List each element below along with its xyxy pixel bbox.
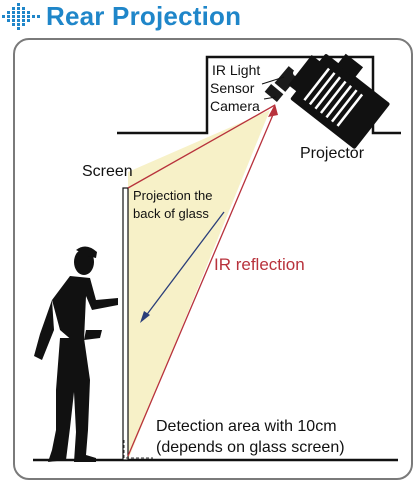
projection-label-line2: back of glass — [133, 206, 209, 221]
ir-line-outgoing — [127, 104, 276, 189]
ir-reflection-label: IR reflection — [214, 255, 305, 274]
projector-icon — [288, 53, 390, 149]
projection-arrowhead — [140, 311, 150, 323]
detection-label-line2: (depends on glass screen) — [156, 439, 345, 456]
ir-light-label: IR Light — [212, 62, 260, 78]
projection-arrow — [144, 211, 225, 318]
logo-dots-icon — [2, 3, 40, 30]
detection-label-line1: Detection area with 10cm — [156, 418, 337, 435]
glass-screen — [122, 187, 129, 461]
detection-area-marker — [123, 440, 153, 459]
projection-label-line1: Projection the — [133, 188, 213, 203]
person-silhouette-icon — [34, 246, 118, 462]
header: Rear Projection — [0, 0, 419, 36]
ir-line-reflection — [127, 109, 276, 457]
sensor-camera-icon — [261, 66, 300, 102]
page-title: Rear Projection — [46, 1, 242, 31]
sensor-label: Sensor — [210, 80, 255, 96]
ir-arrowhead — [268, 104, 278, 117]
camera-label: Camera — [210, 98, 260, 114]
projector-label: Projector — [300, 145, 365, 162]
screen-label: Screen — [82, 163, 133, 180]
ceiling-enclosure — [117, 55, 401, 135]
